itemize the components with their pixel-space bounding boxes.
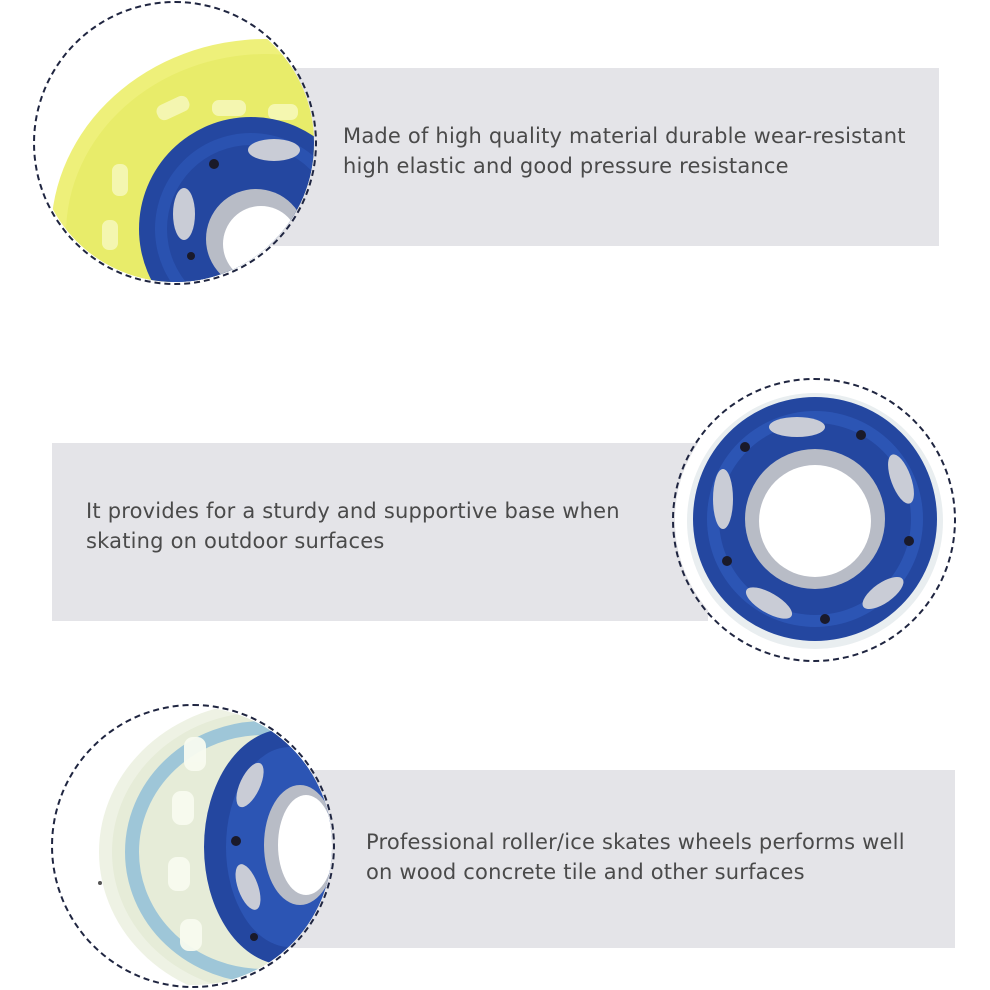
feature-text-1: Made of high quality material durable we… bbox=[343, 124, 906, 178]
feature-panel-3 bbox=[270, 770, 955, 948]
dashed-ring-2 bbox=[672, 378, 956, 662]
feature-panel-2 bbox=[52, 443, 708, 621]
dashed-ring-1 bbox=[33, 1, 317, 285]
dashed-ring-3 bbox=[51, 704, 335, 988]
feature-panel-1 bbox=[262, 68, 939, 246]
feature-text-2: It provides for a sturdy and supportive … bbox=[86, 499, 620, 553]
feature-text-3: Professional roller/ice skates wheels pe… bbox=[366, 830, 905, 884]
